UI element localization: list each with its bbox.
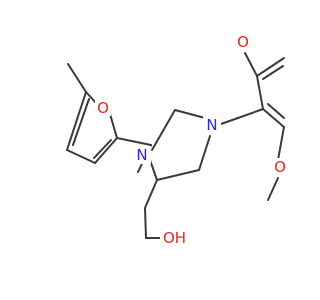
bond-furan-ch2 — [116, 137, 152, 146]
bond-furan-c3-c4 — [66, 149, 96, 164]
bond-furan-c5-o — [85, 91, 97, 104]
bond-ch2-aryl — [237, 108, 264, 119]
atom-piperazine-n4: N — [206, 116, 217, 134]
bond-ar-c1-c6 — [262, 108, 285, 128]
atom-methoxy-oxygen-top: O — [237, 33, 249, 51]
atom-labels: O N N O O OH — [95, 33, 289, 247]
bond-furan-o-c2 — [109, 113, 118, 139]
bond-n4-c — [198, 135, 211, 171]
bond-c2-n1 — [149, 159, 158, 181]
bond-furan-c2-c3 — [94, 137, 118, 164]
bond-furan-c4-c5 — [66, 91, 87, 151]
bond-ar-c2-c3 — [256, 57, 285, 77]
bond-ch2a-ch2b — [144, 207, 147, 239]
chemical-structure: O N N O O OH — [66, 33, 289, 247]
bond-furan-c4-c5-inner — [72, 98, 90, 146]
bond-furan-methyl — [67, 63, 87, 93]
bond-lines — [66, 52, 285, 239]
bond-c-top-c-top2 — [174, 109, 206, 119]
bond-ar-o-bottom — [277, 126, 285, 161]
bond-c-c2 — [156, 169, 200, 181]
bond-ar-c2-c3-inner — [262, 65, 284, 80]
bond-o-bottom-methyl — [267, 177, 279, 201]
bond-furan-c2-c3-inner — [93, 139, 112, 159]
bond-ar-c1-c6-inner — [267, 103, 285, 119]
bond-n1-c-top — [151, 109, 176, 151]
atom-furan-oxygen: O — [97, 99, 109, 117]
atom-methoxy-oxygen-bottom: O — [274, 158, 286, 176]
bond-ar-c1-c2 — [256, 75, 264, 110]
bond-ar-o-top — [244, 52, 258, 77]
bond-n4-ch2 — [217, 117, 239, 126]
atom-hydroxyl: OH — [163, 229, 186, 247]
bond-c2-ch2a — [144, 179, 158, 209]
atom-piperazine-n1: N — [136, 146, 147, 164]
